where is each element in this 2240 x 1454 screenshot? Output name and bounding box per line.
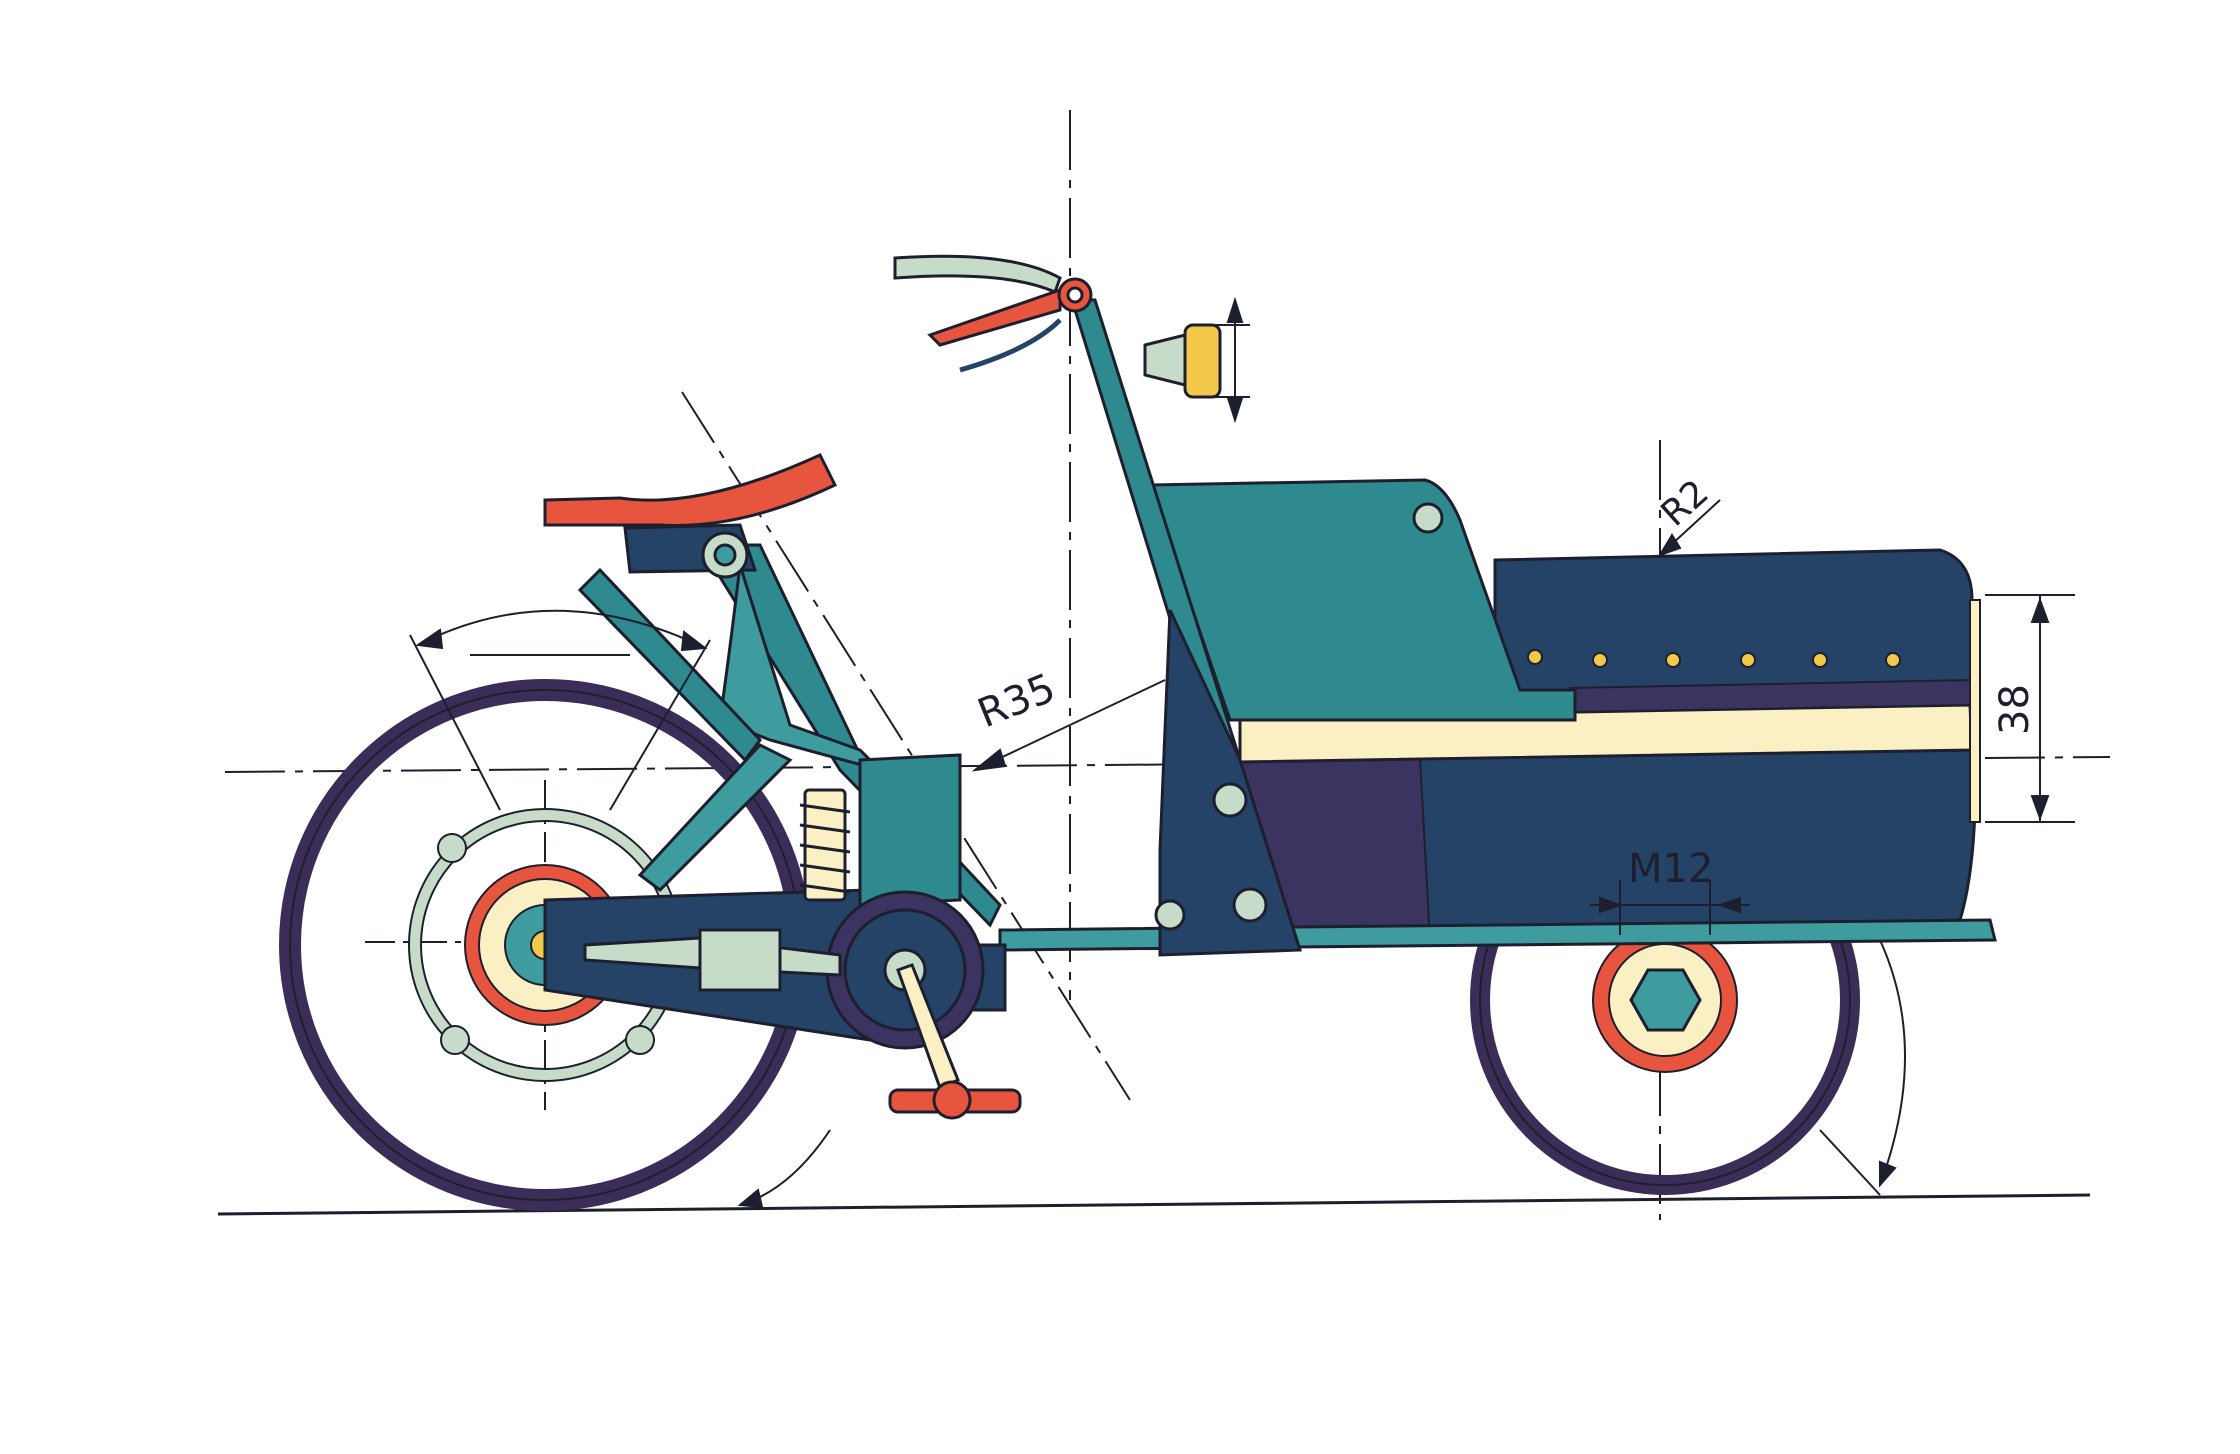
dimension-label-r2: R2 [1654, 472, 1717, 535]
dimension-label-r35: R35 [972, 665, 1062, 737]
headlamp-icon [1143, 323, 1222, 399]
dimension-label-38: 38 [1992, 684, 2038, 735]
rivets [1527, 649, 1901, 668]
dimension-annotations [409, 296, 2075, 1209]
handlebar-icon [893, 254, 1093, 373]
cargo-box-icon [1147, 478, 1981, 947]
seat-icon [543, 453, 838, 527]
coil-spring-icon [799, 788, 851, 902]
pedal-icon [888, 1080, 1022, 1120]
crank-assembly [583, 890, 1022, 1120]
hex-nut-icon [1629, 968, 1702, 1032]
dimension-label-m12: M12 [1628, 846, 1713, 892]
ground-line [217, 1193, 2091, 1216]
